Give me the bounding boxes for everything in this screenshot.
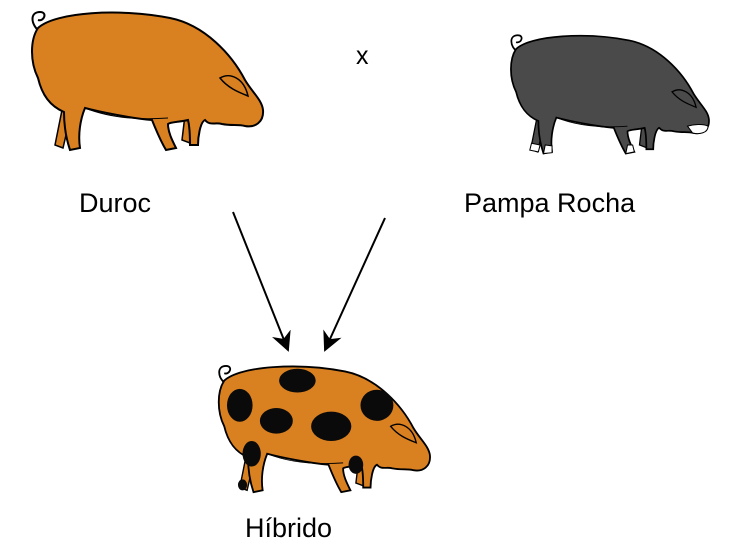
- hybrid-label: Híbrido: [245, 515, 332, 542]
- pampa-rocha-label: Pampa Rocha: [464, 190, 635, 217]
- arrow-from-duroc: [233, 212, 288, 350]
- duroc-label: Duroc: [79, 190, 151, 217]
- cross-symbol: x: [356, 44, 369, 69]
- arrow-from-pampa-rocha: [325, 218, 385, 350]
